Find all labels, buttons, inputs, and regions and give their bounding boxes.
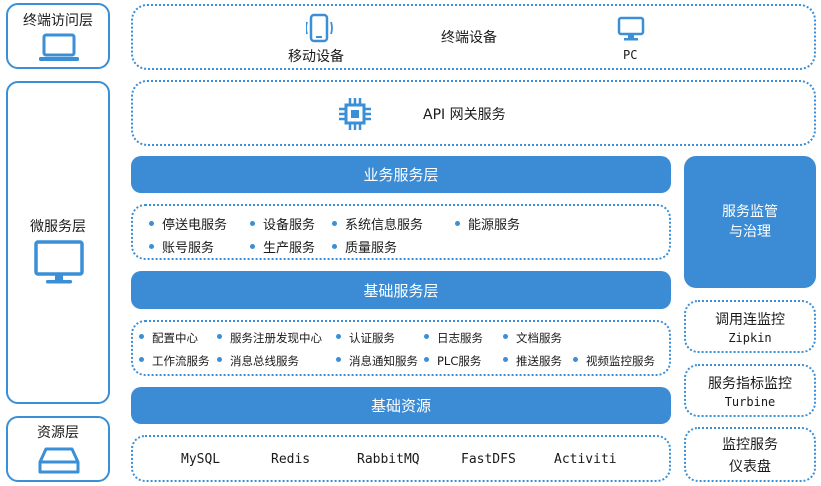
governance-line-1: 服务监管 xyxy=(722,204,778,220)
chip-icon xyxy=(339,98,371,130)
api-gateway-box: API 网关服务 xyxy=(131,80,816,146)
base-item: 日志服务 xyxy=(424,330,483,346)
pc-icon xyxy=(617,16,645,41)
resource-item: FastDFS xyxy=(461,452,516,467)
business-item: 生产服务 xyxy=(250,237,315,256)
business-services-box: 停送电服务 设备服务 系统信息服务 能源服务 账号服务 生产服务 质量服务 xyxy=(131,204,671,260)
dashboard-box: 监控服务 仪表盘 xyxy=(684,427,816,482)
monitor-icon xyxy=(34,240,84,284)
base-layer-bar: 基础服务层 xyxy=(131,271,671,309)
turbine-box: 服务指标监控 Turbine xyxy=(684,364,816,417)
base-item: 消息总线服务 xyxy=(217,353,299,369)
business-layer-bar: 业务服务层 xyxy=(131,156,671,193)
business-item: 系统信息服务 xyxy=(332,214,423,233)
resource-item: Redis xyxy=(271,452,311,467)
turbine-title: 服务指标监控 xyxy=(708,375,792,392)
business-item: 设备服务 xyxy=(250,214,315,233)
governance-line-2: 与治理 xyxy=(729,224,771,240)
micro-layer-label: 微服务层 xyxy=(30,219,86,235)
base-item: PLC服务 xyxy=(424,353,481,369)
zipkin-title: 调用连监控 xyxy=(715,311,785,328)
resource-layer-label: 资源层 xyxy=(37,425,79,441)
micro-layer-box: 微服务层 xyxy=(6,81,110,404)
resource-item: RabbitMQ xyxy=(357,452,420,467)
resource-layer-box: 资源层 xyxy=(6,416,110,482)
turbine-subtitle: Turbine xyxy=(724,394,776,409)
terminal-layer-label: 终端访问层 xyxy=(23,13,93,29)
dashboard-line-2: 仪表盘 xyxy=(729,458,771,475)
base-item: 推送服务 xyxy=(503,353,562,369)
resource-bar: 基础资源 xyxy=(131,387,671,424)
base-item: 工作流服务 xyxy=(139,353,210,369)
resource-item: Activiti xyxy=(554,452,617,467)
zipkin-box: 调用连监控 Zipkin xyxy=(684,300,816,353)
terminal-layer-box: 终端访问层 xyxy=(6,3,110,69)
business-item: 账号服务 xyxy=(149,237,214,256)
base-services-box: 配置中心 服务注册发现中心 认证服务 日志服务 文档服务 工作流服务 消息总线服… xyxy=(131,320,671,376)
base-item: 配置中心 xyxy=(139,330,198,346)
hard-drive-icon xyxy=(38,447,80,474)
base-item: 视频监控服务 xyxy=(573,353,655,369)
terminal-devices-title: 终端设备 xyxy=(441,30,497,46)
business-item: 停送电服务 xyxy=(149,214,227,233)
base-item: 认证服务 xyxy=(336,330,395,346)
business-item: 能源服务 xyxy=(455,214,520,233)
service-governance-box: 服务监管 与治理 xyxy=(684,156,816,288)
business-item: 质量服务 xyxy=(332,237,397,256)
base-item: 文档服务 xyxy=(503,330,562,346)
api-gateway-label: API 网关服务 xyxy=(423,107,506,123)
base-item: 消息通知服务 xyxy=(336,353,418,369)
resources-box: MySQL Redis RabbitMQ FastDFS Activiti xyxy=(131,435,671,482)
laptop-icon xyxy=(39,33,79,61)
zipkin-subtitle: Zipkin xyxy=(728,330,772,345)
resource-item: MySQL xyxy=(181,452,221,467)
base-item: 服务注册发现中心 xyxy=(217,330,322,346)
mobile-device-label: 移动设备 xyxy=(288,49,344,65)
dashboard-line-1: 监控服务 xyxy=(722,436,778,453)
terminal-devices-box: 移动设备 终端设备 PC xyxy=(131,4,816,70)
mobile-phone-icon xyxy=(306,13,333,43)
pc-label: PC xyxy=(623,48,638,62)
